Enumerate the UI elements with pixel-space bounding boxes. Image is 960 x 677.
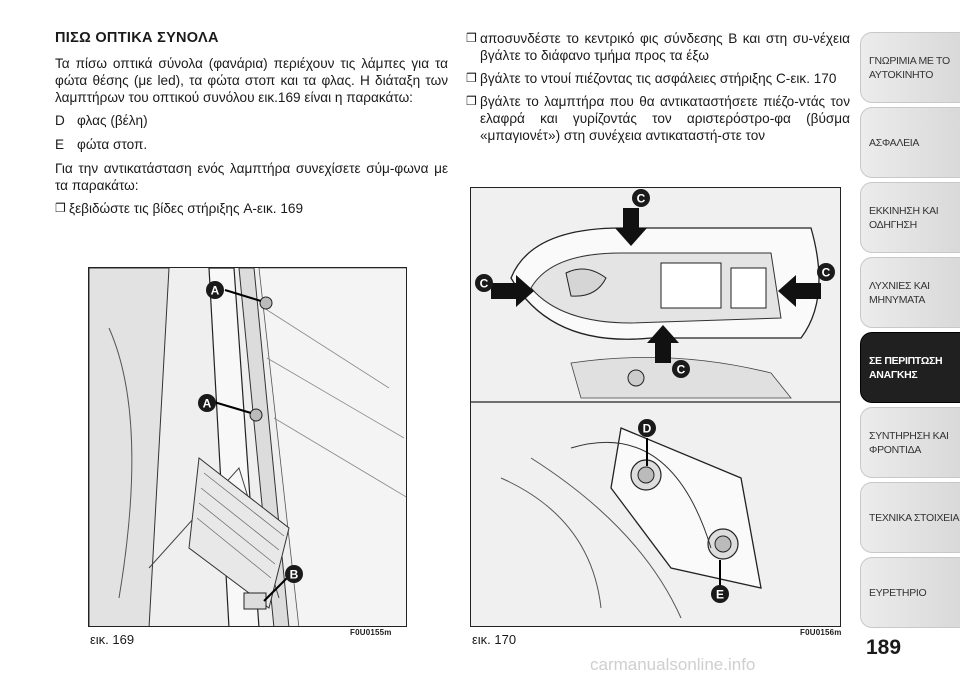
step-item: ❒ ξεβιδώστε τις βίδες στήριξης A-εικ. 16…	[55, 200, 448, 217]
tab-label: ΛΥΧΝΙΕΣ ΚΑΙ	[869, 279, 930, 292]
procedure-intro: Για την αντικατάσταση ενός λαμπτήρα συνε…	[55, 161, 448, 193]
figure-170-image: C C C C D E	[470, 187, 841, 627]
tab-label: ΤΕΧΝΙΚΑ ΣΤΟΙΧΕΙΑ	[869, 511, 960, 524]
svg-text:D: D	[643, 422, 652, 436]
figure-169-caption: εικ. 169	[90, 632, 135, 647]
tab-label: ΕΚΚΙΝΗΣΗ ΚΑΙ	[869, 204, 939, 217]
label-c-bottom: C	[672, 360, 690, 378]
tab-label: ΜΗΝΥΜΑΤΑ	[869, 293, 926, 306]
svg-text:C: C	[637, 192, 646, 206]
figure-170-illustration: C C C C D E	[471, 188, 840, 626]
step-item: ❒ βγάλτε το ντουί πιέζοντας τις ασφάλειε…	[466, 70, 850, 87]
label-c-left: C	[475, 274, 493, 292]
checkbox-bullet-icon: ❒	[466, 71, 477, 85]
svg-text:B: B	[290, 568, 299, 582]
step-text: ξεβιδώστε τις βίδες στήριξης A-εικ. 169	[69, 201, 304, 216]
definition-key: E	[55, 137, 65, 152]
label-c-top: C	[632, 189, 650, 207]
page-number: 189	[866, 636, 902, 659]
label-a-top: A	[206, 281, 224, 299]
checkbox-bullet-icon: ❒	[466, 31, 477, 45]
label-c-right: C	[817, 263, 835, 281]
figure-169-image: A A B	[88, 267, 407, 627]
tab-safety[interactable]: ΑΣΦΑΛΕΙΑ	[860, 107, 960, 178]
intro-paragraph: Τα πίσω οπτικά σύνολα (φανάρια) περιέχου…	[55, 56, 448, 105]
tab-label: ΑΥΤΟΚΙΝΗΤΟ	[869, 68, 934, 81]
tab-label: ΣΥΝΤΗΡΗΣΗ ΚΑΙ	[869, 429, 949, 442]
tab-label: ΓΝΩΡΙΜΙΑ ΜΕ ΤΟ	[869, 54, 950, 67]
svg-text:C: C	[677, 363, 686, 377]
section-title: ΠΙΣΩ ΟΠΤΙΚΑ ΣΥΝΟΛΑ	[55, 30, 219, 46]
step-text: βγάλτε το ντουί πιέζοντας τις ασφάλειες …	[480, 71, 837, 86]
figure-169-code: F0U0155m	[350, 628, 392, 637]
svg-text:C: C	[822, 266, 831, 280]
tab-label: ΑΝΑΓΚΗΣ	[869, 368, 918, 381]
tab-label: ΣΕ ΠΕΡΙΠΤΩΣΗ	[869, 354, 943, 367]
step-item: ❒ αποσυνδέστε το κεντρικό φις σύνδεσης B…	[466, 30, 850, 64]
definition-key: D	[55, 113, 65, 128]
figure-170-caption: εικ. 170	[472, 632, 517, 647]
checkbox-bullet-icon: ❒	[466, 94, 477, 108]
tab-label: ΦΡΟΝΤΙΔΑ	[869, 443, 922, 456]
definition-e: E φώτα στοπ.	[55, 136, 448, 153]
svg-text:A: A	[211, 284, 220, 298]
tab-technical-data[interactable]: ΤΕΧΝΙΚΑ ΣΤΟΙΧΕΙΑ	[860, 482, 960, 553]
tab-index[interactable]: ΕΥΡΕΤΗΡΙΟ	[860, 557, 960, 628]
svg-text:A: A	[203, 397, 212, 411]
label-d: D	[638, 419, 656, 437]
figure-170-code: F0U0156m	[800, 628, 842, 637]
tab-label: ΟΔΗΓΗΣΗ	[869, 218, 917, 231]
label-b: B	[285, 565, 303, 583]
step-text: βγάλτε το λαμπτήρα που θα αντικαταστήσετ…	[480, 94, 850, 143]
label-a-bottom: A	[198, 394, 216, 412]
svg-text:C: C	[480, 277, 489, 291]
checkbox-bullet-icon: ❒	[55, 201, 66, 215]
definition-text: φλας (βέλη)	[77, 113, 148, 128]
watermark: carmanualsonline.info	[590, 655, 756, 674]
svg-text:E: E	[716, 588, 724, 602]
step-text: αποσυνδέστε το κεντρικό φις σύνδεσης B κ…	[480, 31, 850, 63]
figure-169-illustration: A A B	[89, 268, 406, 626]
step-item: ❒ βγάλτε το λαμπτήρα που θα αντικαταστήσ…	[466, 93, 850, 144]
left-column: ΠΙΣΩ ΟΠΤΙΚΑ ΣΥΝΟΛΑ Τα πίσω οπτικά σύνολα…	[55, 30, 448, 223]
tab-label: ΑΣΦΑΛΕΙΑ	[869, 136, 920, 149]
tab-label: ΕΥΡΕΤΗΡΙΟ	[869, 586, 927, 599]
label-e: E	[711, 585, 729, 603]
definition-d: D φλας (βέλη)	[55, 112, 448, 129]
right-column: ❒ αποσυνδέστε το κεντρικό φις σύνδεσης B…	[466, 30, 850, 150]
definition-text: φώτα στοπ.	[77, 137, 148, 152]
